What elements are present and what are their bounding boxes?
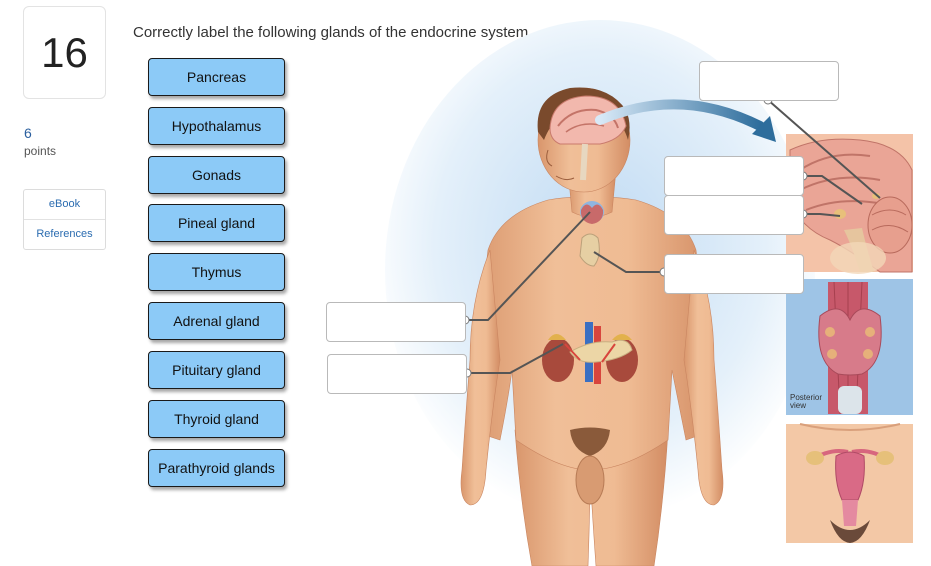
ebook-link[interactable]: eBook xyxy=(48,198,81,210)
brain-inset xyxy=(786,134,913,274)
label-chip-parathyroid-glands[interactable]: Parathyroid glands xyxy=(148,449,285,487)
drop-target-6[interactable] xyxy=(327,354,467,394)
points-value: 6 xyxy=(24,125,32,141)
ovary-inset xyxy=(786,423,913,543)
drop-target-2[interactable] xyxy=(664,156,804,196)
zoom-arrow-head xyxy=(752,116,776,142)
groin xyxy=(570,427,610,505)
label-chip-pancreas[interactable]: Pancreas xyxy=(148,58,285,96)
brain-cutaway xyxy=(549,95,627,181)
references-link[interactable]: References xyxy=(24,219,105,249)
question-prompt: Correctly label the following glands of … xyxy=(133,24,533,41)
abdominal-glands xyxy=(542,322,638,384)
thyroid-inset-caption: Posterior view xyxy=(790,393,823,410)
resource-links: eBook References xyxy=(23,189,106,250)
drop-target-3[interactable] xyxy=(664,195,804,235)
thyroid-inset xyxy=(786,279,913,415)
face xyxy=(546,149,575,181)
drop-target-5[interactable] xyxy=(326,302,466,342)
label-chip-thyroid-gland[interactable]: Thyroid gland xyxy=(148,400,285,438)
label-chip-gonads[interactable]: Gonads xyxy=(148,156,285,194)
label-chip-hypothalamus[interactable]: Hypothalamus xyxy=(148,107,285,145)
label-chip-pituitary-gland[interactable]: Pituitary gland xyxy=(148,351,285,389)
question-number-box: 16 xyxy=(23,6,106,99)
drop-target-4[interactable] xyxy=(664,254,804,294)
label-chip-adrenal-gland[interactable]: Adrenal gland xyxy=(148,302,285,340)
points-label: points xyxy=(24,144,57,158)
drop-target-1[interactable] xyxy=(699,61,839,101)
question-number: 16 xyxy=(41,28,88,76)
zoom-arrow xyxy=(595,99,765,131)
label-chip-pineal-gland[interactable]: Pineal gland xyxy=(148,204,285,242)
label-chip-thymus[interactable]: Thymus xyxy=(148,253,285,291)
leader-lines xyxy=(465,99,881,374)
